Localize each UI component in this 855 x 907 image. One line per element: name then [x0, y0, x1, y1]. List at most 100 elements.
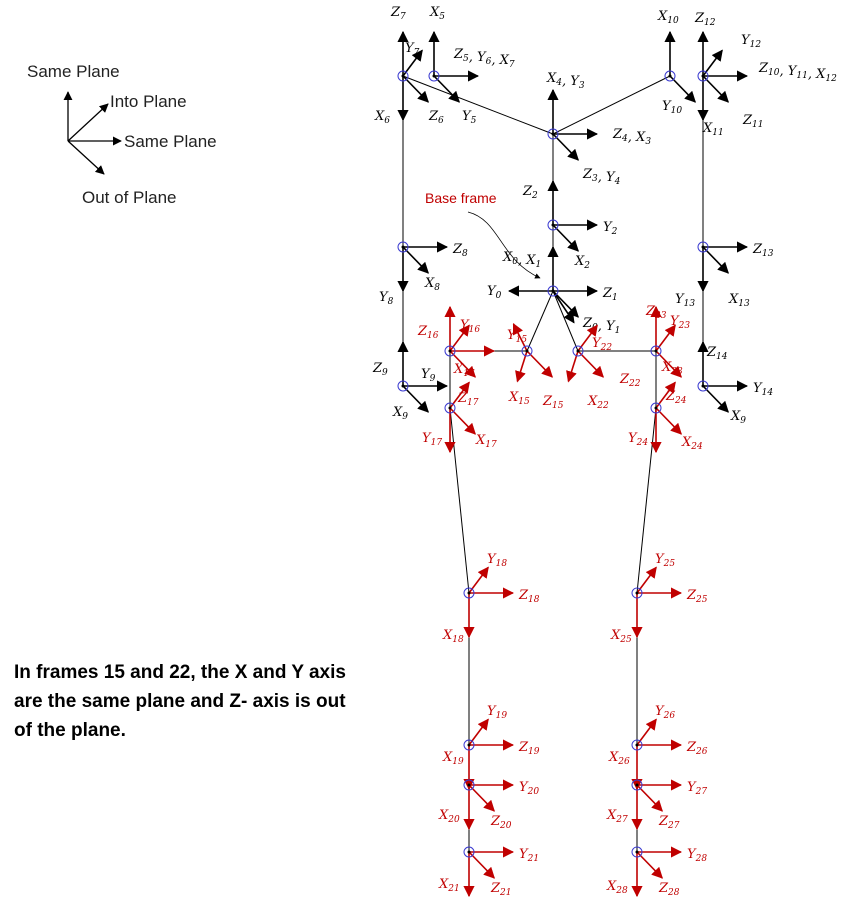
frame-origin-f5b: [428, 70, 440, 82]
frame-origin-dot-f0: [551, 289, 555, 293]
frame-origin-f21: [463, 846, 475, 858]
axis-label-f21-dr: Z21: [490, 881, 512, 898]
axis-arrow-f17-dr: [449, 407, 476, 435]
legend-out-of-plane: Out of Plane: [82, 188, 177, 207]
frame-origin-f17: [444, 402, 456, 414]
axis-label-f5-dr: Z6: [428, 109, 444, 126]
axis-arrow-f28-dr: [636, 851, 663, 879]
frame-origin-f26: [631, 739, 643, 751]
axis-arrow-f22-dr: [577, 350, 604, 378]
axis-label-f19-ur: Y19: [487, 704, 507, 721]
axis-arrow-f24-dr: [655, 407, 682, 435]
frame-origin-f5: [397, 70, 409, 82]
frame-origin-dot-f23: [654, 349, 658, 353]
axis-label-f18-down: X18: [442, 628, 464, 645]
axis-label-f14-up: Z14: [706, 345, 728, 362]
frame-origin-dot-f10: [668, 74, 672, 78]
axis-label-f11-up: Z12: [694, 11, 716, 28]
axis-label-f18-ur: Y18: [487, 552, 507, 569]
axis-label-f18-right: Z18: [518, 588, 540, 605]
frame-origin-dot-f15: [525, 349, 529, 353]
axis-label-f24-ur: Z24: [665, 389, 687, 406]
frame-origin-dot-f26: [635, 743, 639, 747]
axis-label-f28-down: X28: [606, 879, 628, 896]
frame-origin-dot-f8: [401, 245, 405, 249]
frame-origin-dot-f3: [551, 132, 555, 136]
frame-origin-f9: [397, 380, 409, 392]
frame-origin-dot-f25: [635, 591, 639, 595]
axis-legend: Same Plane Into Plane Same Plane Out of …: [27, 62, 217, 207]
axis-label-f20-down: X20: [438, 808, 460, 825]
axis-label-f5-up: Z7: [390, 5, 406, 22]
axis-label-f14-right: Y14: [753, 381, 773, 398]
note-line-2: are the same plane and Z- axis is out: [14, 691, 346, 712]
axis-label-f13-dr: X13: [728, 292, 750, 309]
axis-label-f0-right: Z1: [602, 286, 618, 303]
frame-origin-f23: [650, 345, 662, 357]
axis-label-f13-right: Z13: [752, 242, 774, 259]
axis-label-f23-ur: Y23: [670, 314, 690, 331]
frame-origin-dot-f9: [401, 384, 405, 388]
frame-origin-f15: [521, 345, 533, 357]
axis-arrow-f5b-dr: [433, 75, 460, 103]
axis-label-f3-dr: Z3, Y4: [582, 167, 621, 187]
axis-label-f22-ur: Y22: [592, 336, 612, 353]
frame-origin-f28: [631, 846, 643, 858]
axis-label-f2-right: Y2: [603, 220, 618, 237]
axis-label-f8-right: Z8: [452, 242, 468, 259]
frame-origin-dot-f18: [467, 591, 471, 595]
axis-label-f26-right: Z26: [686, 740, 708, 757]
frame-origin-dot-f16: [448, 349, 452, 353]
legend-into-plane: Into Plane: [110, 92, 187, 111]
frame-origin-f18: [463, 587, 475, 599]
axis-label-f20-dr: Z20: [490, 814, 512, 831]
axis-label-f23-dr: X23: [661, 360, 683, 377]
skeleton-links: [402, 75, 704, 852]
axis-label-f25-ur: Y25: [655, 552, 675, 569]
axis-arrow-f11-dr: [702, 75, 729, 103]
axis-label-f23-up: Z23: [645, 304, 667, 321]
frame-origin-f10: [664, 70, 676, 82]
axis-label-f9-up: Z9: [372, 361, 388, 378]
frame-origin-f13: [697, 241, 709, 253]
axis-label-f17-down: Y17: [422, 431, 442, 448]
axis-label-f15-dr: Z15: [542, 394, 564, 411]
axis-label-f17-ur: Z17: [457, 391, 479, 408]
axis-arrow-f16-dr: [449, 350, 476, 378]
frame-origin-dot-f14: [701, 384, 705, 388]
frame-origin-dot-f5b: [432, 74, 436, 78]
axis-arrow-f13-dr: [702, 246, 729, 274]
axis-label-f2-dr: X2: [574, 254, 590, 271]
axis-label-f9-dr: X9: [392, 405, 408, 422]
axis-label-f11-down: X11: [702, 121, 724, 138]
axis-arrow-f2-dr: [552, 224, 579, 252]
frame-origin-dot-f2: [551, 223, 555, 227]
frame-origin-dot-f11: [701, 74, 705, 78]
legend-same-plane-up: Same Plane: [27, 62, 120, 81]
axis-arrow-f5-dr: [402, 75, 429, 103]
frame-origin-dot-f24: [654, 406, 658, 410]
axis-label-f5-down: X6: [374, 109, 390, 126]
frame-origin-dot-f22: [576, 349, 580, 353]
axis-label-f5b-dr: Y5: [462, 109, 477, 126]
axis-label-f0-left: Y0: [487, 284, 502, 301]
axis-label-f0-dr: Z0, Y1: [582, 316, 620, 336]
frame-origin-f2: [547, 219, 559, 231]
frame-origin-f24: [650, 402, 662, 414]
frame-origin-dot-f27: [635, 783, 639, 787]
axis-arrow-f27-dr: [636, 784, 663, 812]
axis-label-f3-right: Z4, X3: [612, 127, 651, 147]
frame-origin-dot-f5: [401, 74, 405, 78]
axis-label-f21-right: Y21: [519, 847, 539, 864]
frame-origin-f3: [547, 128, 559, 140]
